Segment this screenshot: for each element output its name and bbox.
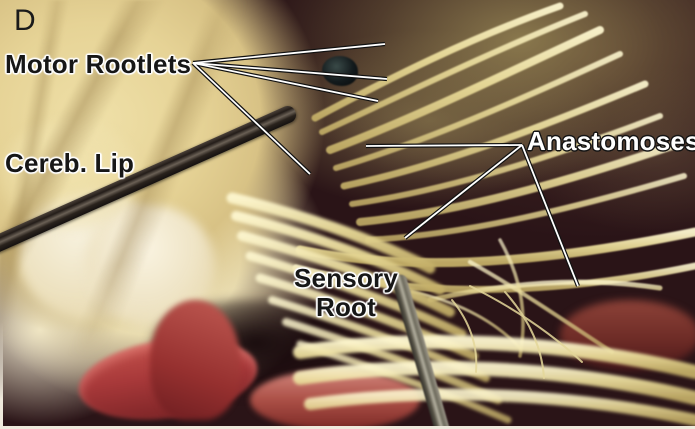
image-left-edge (0, 0, 3, 429)
label-sensory-root-line1: Sensory (294, 263, 399, 293)
label-sensory-root: Sensory Root (294, 265, 398, 320)
instrument-tip-clip (322, 56, 358, 86)
label-cereb-lip: Cereb. Lip (5, 148, 135, 178)
label-anastomoses: Anastomoses (527, 126, 695, 156)
blood-vessel-branch (150, 300, 240, 420)
label-sensory-root-line2: Root (316, 292, 376, 322)
panel-letter: D (14, 4, 36, 37)
image-bottom-edge (0, 426, 695, 429)
label-motor-rootlets: Motor Rootlets (5, 49, 192, 79)
